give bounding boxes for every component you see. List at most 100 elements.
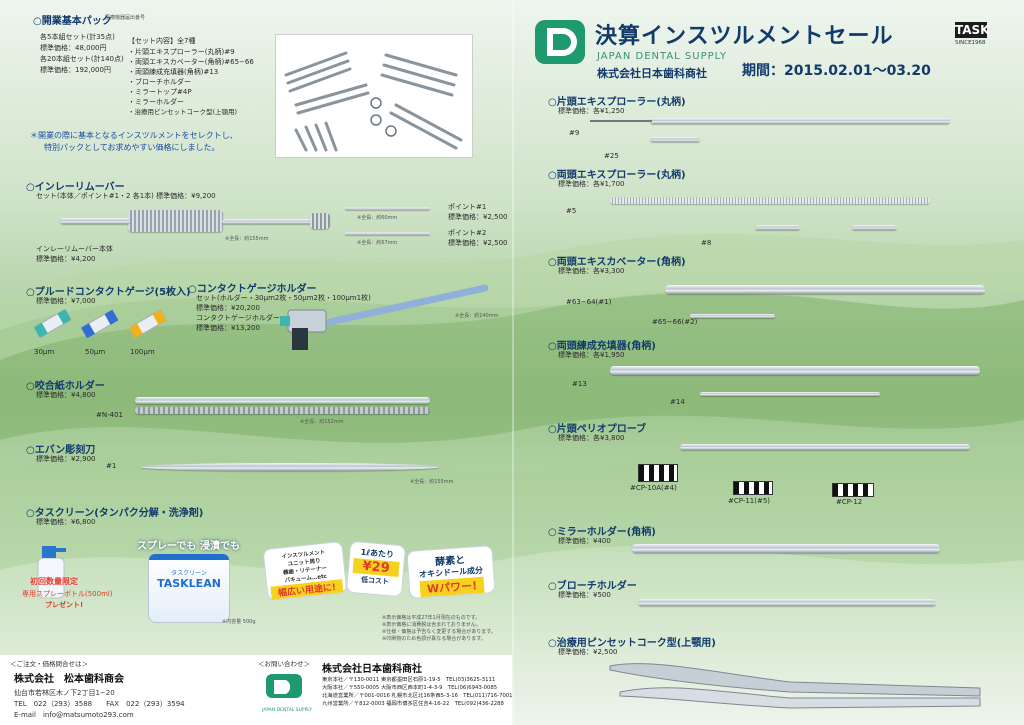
- instrument-set-image: [284, 51, 463, 152]
- set-line3: 各20本組セット(計140点): [40, 55, 124, 63]
- bite-upper-image: [135, 397, 430, 404]
- item-code: #CP-10A(#4): [630, 484, 677, 492]
- bite-title: ○咬合紙ホルダー: [26, 381, 105, 392]
- bite-price: 標準価格：¥4,800: [36, 391, 96, 399]
- inlay-body-price: 標準価格：¥4,200: [36, 255, 96, 263]
- first-limited: 初回数量限定: [30, 577, 78, 586]
- excavator-tip-image: [690, 314, 775, 318]
- tasklean-tub: タスクリーン TASKLEAN: [148, 553, 230, 623]
- fold-divider: [512, 0, 514, 725]
- item-price: 標準価格：各¥3,800: [558, 434, 625, 442]
- disclaimer-line: ※仕様・価格は予告なく変更する場合があります。: [382, 629, 496, 635]
- item-title: ○両頭練成充填器(角柄): [548, 341, 656, 352]
- bite-code: #N-401: [96, 411, 123, 419]
- point2-label: ポイント#2: [448, 229, 487, 237]
- set-line1: 各5本組セット(計35点): [40, 33, 115, 41]
- set-reg-note: 医療機器届出番号: [105, 15, 146, 21]
- probe-scale-icon: [832, 483, 874, 497]
- point1-label: ポイント#1: [448, 203, 487, 211]
- holder-size: ※全長：約140mm: [455, 313, 499, 319]
- point1-image: [345, 207, 430, 210]
- set-contents-title: 【セット内容】全7種: [128, 37, 196, 45]
- disclaimer: ※表示価格は平成27年1月現在のものです。 ※表示価格に消費税は含まれておりませ…: [382, 614, 496, 642]
- item-code: #65−66(#2): [652, 318, 698, 326]
- gauge-label-30: 30μm: [34, 348, 55, 356]
- badge-power: 酵素と オキシドール成分 Wパワー!: [406, 545, 496, 599]
- item-title: ○片頭ペリオプローブ: [548, 424, 647, 435]
- probe-scale-icon: [638, 464, 678, 482]
- gauge-label-100: 100μm: [130, 348, 155, 356]
- item-price: 標準価格：各¥3,300: [558, 267, 625, 275]
- gauge-label-50: 50μm: [85, 348, 106, 356]
- dealer-tel: TEL 022（293）3588 FAX 022（293）3594: [14, 700, 185, 708]
- set-item: ・片頭エキスプローラー(丸柄)#9: [128, 48, 235, 56]
- explorer-25-image: [650, 137, 700, 142]
- item-title: ○治療用ピンセットコーク型(上顎用): [548, 638, 716, 649]
- item-code: #25: [604, 152, 619, 160]
- carver-price: 標準価格：¥2,900: [36, 455, 96, 463]
- clean-spray: スプレーでも: [137, 541, 197, 552]
- item-price: 標準価格：¥500: [558, 591, 611, 599]
- plugger-image: [610, 366, 980, 375]
- set-item: ・両頭練成充填器(角柄)#13: [128, 68, 219, 76]
- clean-cap: ※内容量 500g: [222, 619, 256, 625]
- contact-label: ＜ご注文・価格問合せは＞: [10, 660, 88, 668]
- set-line2: 標準価格：48,000円: [40, 44, 107, 52]
- holder-price: 標準価格：¥13,200: [196, 324, 260, 332]
- clean-title: ○タスクリーン(タンパク分解・洗浄剤): [26, 508, 204, 519]
- explorer-9-tip: [590, 120, 652, 122]
- branch-line: 東京本社／〒130-0011 東京都墨田区石原1-19-5 TEL(03)362…: [322, 677, 496, 683]
- item-price: 標準価格：各¥1,250: [558, 107, 625, 115]
- dealer-mail[interactable]: E-mail info@matsumoto293.com: [14, 711, 134, 719]
- gauge-image: [34, 309, 167, 339]
- probe-scale-icon: [733, 481, 773, 495]
- explorer-9-image: [650, 118, 950, 124]
- branch-line: 北海道営業所／〒001-0016 札幌市北区北16条西5-3-16 TEL(01…: [322, 693, 513, 699]
- carver-title: ○エバン彫刻刀: [26, 445, 96, 456]
- dealer-name: 株式会社 松本歯科商会: [14, 674, 124, 685]
- inlay-knob: [310, 213, 330, 229]
- branch-list: 東京本社／〒130-0011 東京都墨田区石原1-19-5 TEL(03)362…: [322, 675, 513, 707]
- inlay-body-image: [128, 210, 223, 232]
- item-title: ○片頭エキスプローラー(丸柄): [548, 97, 686, 108]
- item-code: #CP-11(#5): [728, 497, 771, 505]
- disclaimer-line: ※表示価格に消費税は含まれておりません。: [382, 622, 481, 628]
- item-price: 標準価格：各¥1,950: [558, 351, 625, 359]
- clean-price: 標準価格：¥6,800: [36, 518, 96, 526]
- set-item: ・ブローチホルダー: [128, 78, 191, 86]
- item-code: #9: [569, 129, 580, 137]
- brand-logo-icon: [533, 18, 588, 68]
- inquiry-label: ＜お問い合わせ＞: [258, 660, 310, 668]
- inlay-price: セット(本体／ポイント#1・2 各1本) 標準価格：¥9,200: [36, 192, 216, 200]
- broach-holder-image: [638, 599, 936, 606]
- tasklean-sub: タスクリーン: [171, 570, 207, 577]
- item-code: #8: [701, 239, 712, 247]
- item-title: ○両頭エキスカベーター(角柄): [548, 257, 686, 268]
- item-title: ○ブローチホルダー: [548, 581, 637, 592]
- tweezers-image: [609, 663, 981, 709]
- item-code: #5: [566, 207, 577, 215]
- set-note2: 特別パックとしてお求めやすい価格にしました。: [44, 143, 220, 152]
- item-price: 標準価格：¥2,500: [558, 648, 618, 656]
- plugger-14-image: [700, 392, 880, 396]
- holder-image: [280, 284, 489, 350]
- footer-logo-text: JAPAN DENTAL SUPPLY: [262, 708, 312, 713]
- item-title: ○ミラーホルダー(角柄): [548, 527, 656, 538]
- inlay-rod: [222, 219, 312, 224]
- badge-uses: インスツルメント ユニット周り 義歯・リテーナー バキューム…etc 幅広い用途…: [262, 540, 348, 602]
- item-code: #63−64(#1): [566, 298, 612, 306]
- task-logo: TASK: [955, 22, 990, 38]
- company-logo-icon: [264, 672, 304, 706]
- set-item: ・ミラートップ#4P: [128, 88, 192, 96]
- inlay-body-label: インレーリムーバー本体: [36, 245, 113, 253]
- holder-title: ○コンタクトゲージホルダー: [188, 284, 317, 295]
- item-code: #13: [572, 380, 587, 388]
- tasklean-brand: TASKLEAN: [157, 577, 221, 590]
- bite-size: ※全長：約152mm: [300, 419, 344, 425]
- badge-power-c: Wパワー!: [419, 576, 485, 598]
- gauge-title: ○プルードコンタクトゲージ(5枚入): [26, 287, 191, 298]
- inlay-title: ○インレーリムーバー: [26, 182, 125, 193]
- brand-en: JAPAN DENTAL SUPPLY: [597, 51, 728, 62]
- carver-code: #1: [106, 462, 117, 470]
